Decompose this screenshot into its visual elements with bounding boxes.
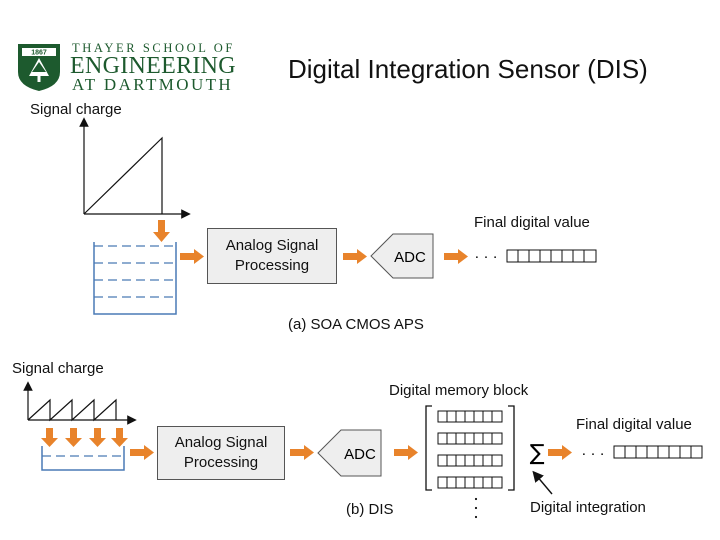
adc-label-a: ADC: [394, 249, 426, 266]
memory-register: [437, 410, 503, 423]
sawtooth-signal-line: [27, 398, 117, 422]
analog-signal-processing-box-b: Analog Signal Processing: [157, 426, 285, 480]
arrow-icon: [290, 445, 314, 460]
register-b: [613, 445, 703, 459]
diagram-a-arrow-down: [153, 220, 170, 242]
dartmouth-crest-icon: 1867: [16, 42, 62, 92]
arrow-icon: [548, 445, 572, 460]
asp-line1-a: Analog Signal: [225, 237, 319, 254]
asp-line1-b: Analog Signal: [174, 434, 268, 451]
digital-integration-label: Digital integration: [530, 499, 646, 516]
arrow-icon: [180, 249, 204, 264]
caption-b: (b) DIS: [346, 501, 394, 518]
memory-register: [437, 454, 503, 467]
diagram-b-arrows-down: [41, 428, 128, 447]
arrow-icon: [130, 445, 154, 460]
caption-a: (a) SOA CMOS APS: [288, 316, 424, 333]
diagram-a-graph: [79, 117, 191, 219]
arrow-icon: [444, 249, 468, 264]
diagram-b-pixel-well: [41, 446, 125, 471]
final-digital-value-label-b: Final digital value: [576, 416, 692, 433]
adc-label-b: ADC: [344, 446, 376, 463]
memory-register: [437, 432, 503, 445]
integration-pointer-arrow: [532, 470, 553, 495]
logo-line1: THAYER SCHOOL OF: [72, 41, 235, 55]
adc-shape-b: [317, 429, 382, 477]
memory-block: [425, 405, 515, 519]
diagram-b-graph: [23, 381, 137, 425]
register-a: [506, 249, 597, 263]
ramp-signal-line: [83, 136, 163, 215]
arrow-icon: [394, 445, 418, 460]
analog-signal-processing-box-a: Analog Signal Processing: [207, 228, 337, 284]
arrow-icon: [343, 249, 367, 264]
dots-b: · · ·: [581, 445, 604, 462]
slide-title: Digital Integration Sensor (DIS): [288, 54, 648, 84]
adc-shape-a: [370, 233, 434, 279]
final-digital-value-label-a: Final digital value: [474, 214, 590, 231]
asp-line2-b: Processing: [183, 454, 259, 471]
signal-charge-label-a: Signal charge: [30, 101, 122, 118]
memory-block-label: Digital memory block: [389, 382, 529, 399]
memory-continuation-dots: [474, 497, 478, 519]
logo-line2: ENGINEERING: [70, 53, 236, 79]
logo-year: 1867: [31, 50, 47, 57]
logo-line3: AT DARTMOUTH: [72, 75, 234, 94]
asp-line2-a: Processing: [234, 257, 310, 274]
diagram-a-pixel-well: [93, 242, 177, 315]
sigma-icon: ∑: [530, 441, 545, 466]
signal-charge-label-b: Signal charge: [12, 360, 104, 377]
dots-a: · · ·: [474, 248, 497, 265]
memory-register: [437, 476, 503, 489]
